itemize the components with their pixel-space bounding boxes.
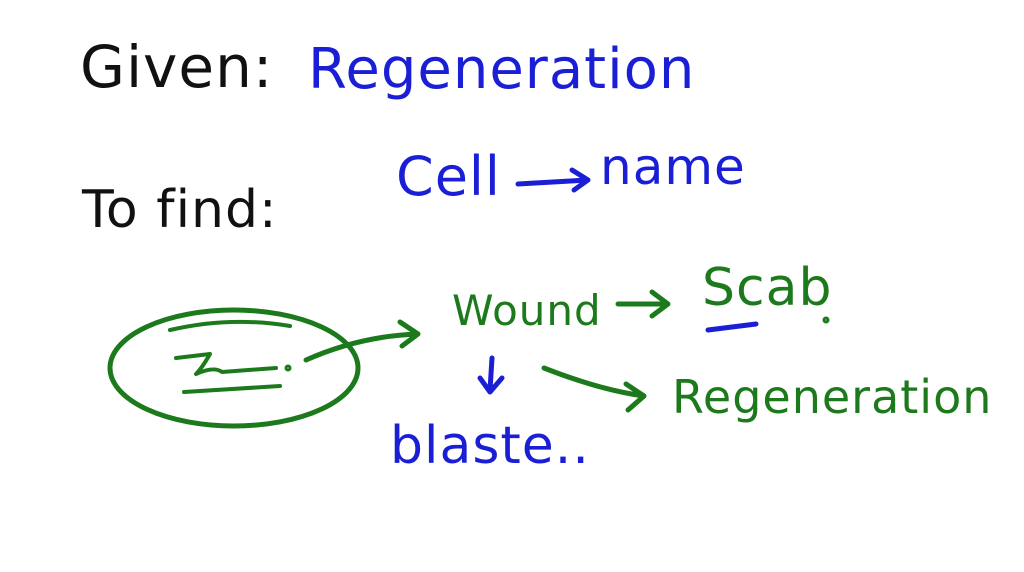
wound-oval-sketch xyxy=(107,307,361,429)
wound-lower-line-sketch xyxy=(182,384,282,394)
given-label: Given: xyxy=(80,33,274,101)
wound-inner-arc-sketch xyxy=(168,319,292,332)
to-find-label: To find: xyxy=(82,180,278,240)
scab-underline xyxy=(705,321,759,333)
scab-dot xyxy=(822,316,830,324)
wound-dot-sketch xyxy=(284,364,292,372)
cell-text: Cell xyxy=(396,145,501,208)
arrow-wound-to-regeneration-icon xyxy=(541,365,647,413)
regeneration-result-text: Regeneration xyxy=(672,370,993,424)
wound-scribble-sketch xyxy=(174,352,278,376)
arrow-oval-to-wound-icon xyxy=(303,319,421,363)
given-value: Regeneration xyxy=(308,37,696,102)
scab-text: Scab xyxy=(702,258,833,318)
name-text: name xyxy=(600,138,746,196)
wound-text: Wound xyxy=(452,286,602,335)
arrow-wound-to-scab-icon xyxy=(615,289,671,319)
arrow-cell-to-name-icon xyxy=(515,167,591,193)
arrow-wound-to-blaste-icon xyxy=(477,355,505,395)
blaste-text: blaste.. xyxy=(390,416,590,476)
